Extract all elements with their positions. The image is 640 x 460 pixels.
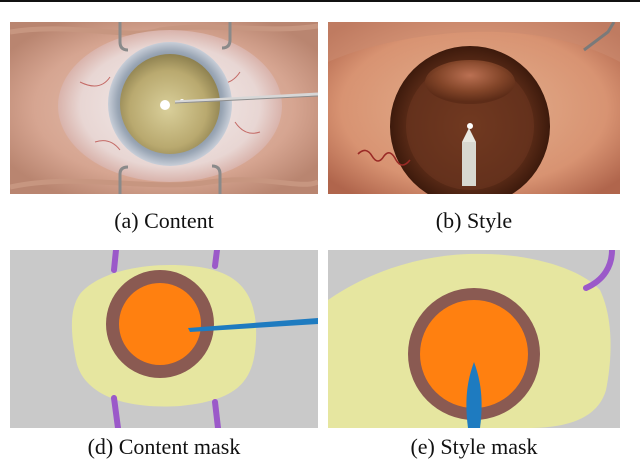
mask-pupil [420,300,528,408]
mask-retractor [583,250,615,291]
content-mask [10,250,318,428]
caption-content: (a) Content [114,208,214,233]
mask-retractor [212,250,220,269]
style-image [328,22,620,194]
caption-content-mask: (d) Content mask [87,434,241,459]
top-rule [0,0,640,2]
mask-pupil [119,283,201,365]
mask-instrument [188,318,318,332]
mask-retractor [111,395,121,428]
caption-style: (b) Style [435,208,513,233]
mask-retractor [111,250,119,273]
content-image [10,22,318,194]
caption-style-mask: (e) Style mask [410,434,538,459]
mask-instrument [466,362,482,428]
style-mask [328,250,620,428]
mask-retractor [212,399,221,428]
